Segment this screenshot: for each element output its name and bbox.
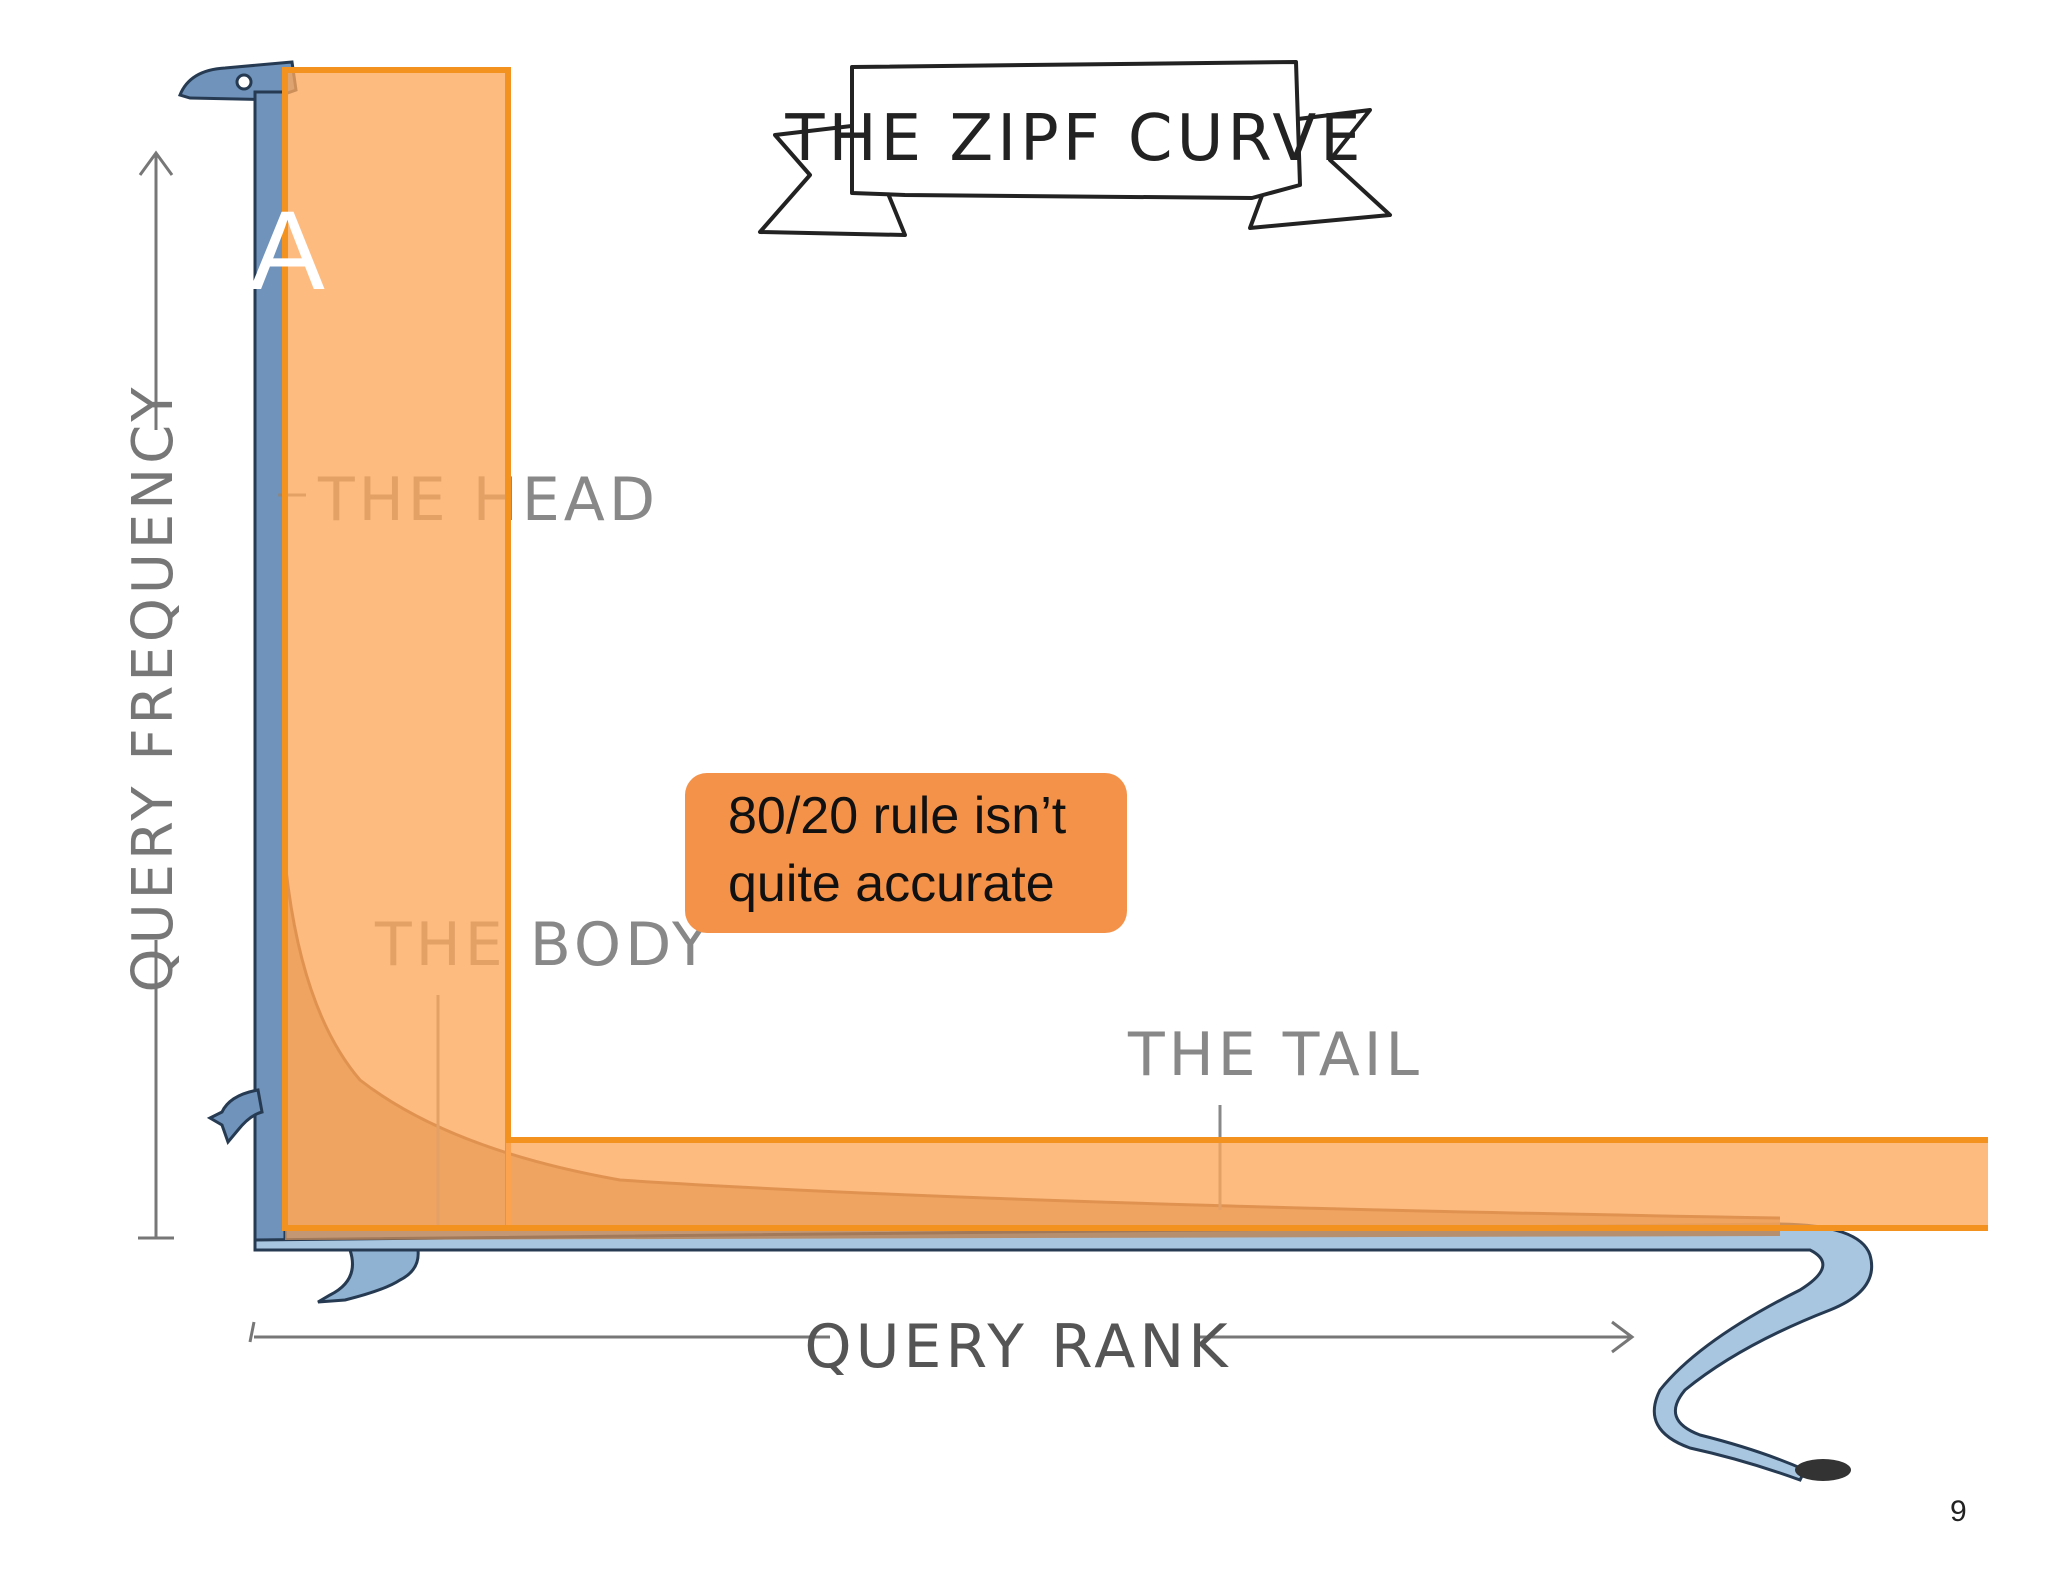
y-axis-label: QUERY FREQUENCY [121, 384, 186, 993]
tail-label: THE TAIL [1127, 1020, 1423, 1090]
banner-title: THE ZIPF CURVE [784, 102, 1364, 176]
y-axis: QUERY FREQUENCY [121, 150, 186, 1240]
title-banner: THE ZIPF CURVE [758, 60, 1392, 237]
overlay-letter-a: A [250, 188, 325, 313]
tail-highlight-box [506, 1137, 1988, 1231]
page-number: 9 [1950, 1495, 1967, 1528]
callout-line-2: quite accurate [728, 855, 1055, 913]
callout-box: 80/20 rule isn’t quite accurate [685, 773, 1127, 933]
x-axis: QUERY RANK [248, 1300, 1635, 1382]
head-highlight-box [282, 67, 511, 1231]
x-axis-label: QUERY RANK [804, 1312, 1231, 1382]
callout-line-1: 80/20 rule isn’t [728, 787, 1067, 845]
